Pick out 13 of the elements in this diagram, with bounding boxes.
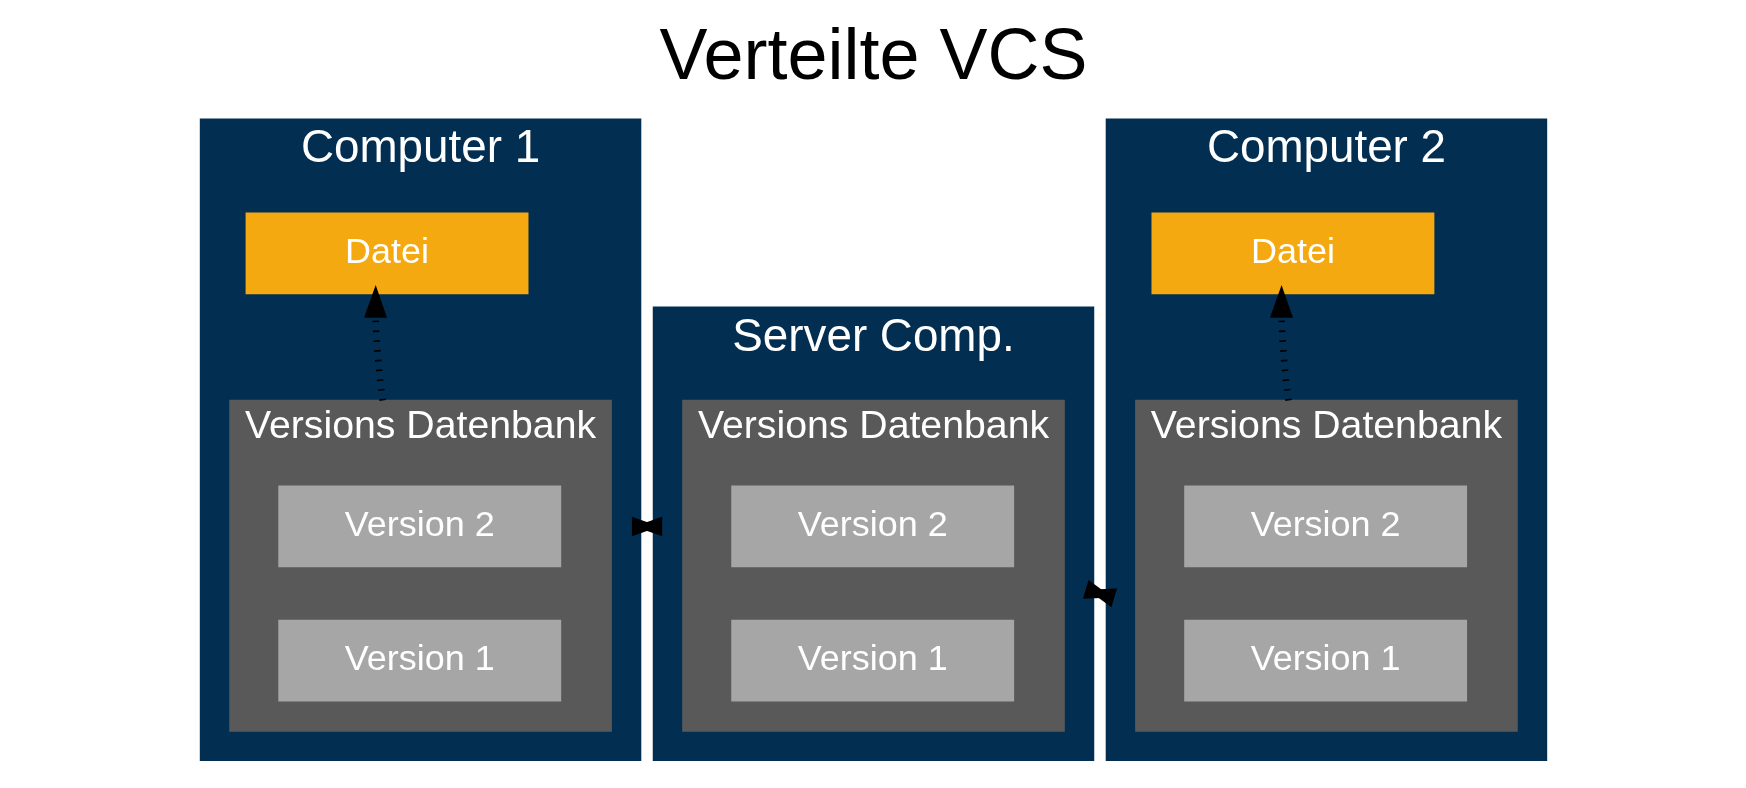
node-box: Version 1 — [730, 619, 1014, 702]
node-box: Version 1 — [1183, 619, 1467, 702]
node-box: Version 2 — [277, 485, 561, 568]
node-box: Datei — [1151, 212, 1434, 295]
arrow — [1082, 580, 1117, 608]
arrow — [631, 516, 662, 537]
node-box: Version 1 — [277, 619, 561, 702]
node-box: Version 2 — [1183, 485, 1467, 568]
node-box: Datei — [245, 212, 528, 295]
node-box: Version 2 — [730, 485, 1014, 568]
diagram-title: Verteilte VCS — [659, 13, 1087, 94]
arrow — [1269, 284, 1293, 401]
arrow — [363, 284, 387, 401]
